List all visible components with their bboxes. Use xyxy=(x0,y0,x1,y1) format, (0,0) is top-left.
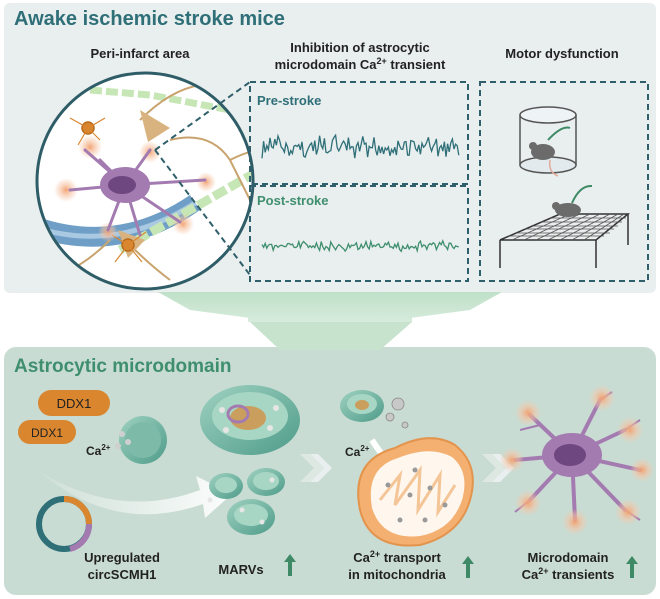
pre-stroke-trace xyxy=(261,133,460,159)
circ-label-line2: circSCMH1 xyxy=(88,567,157,582)
chevron-right-icon xyxy=(310,454,332,482)
brain-section-icon xyxy=(35,71,255,291)
transport-label-line1: Ca2+ transport xyxy=(353,549,441,565)
astrocyte-icon xyxy=(68,148,207,237)
up-arrow-icon-2 xyxy=(462,556,474,578)
marv-vesicles xyxy=(200,385,300,535)
vesicle-small-icon xyxy=(340,390,384,422)
grid-walk-icon xyxy=(499,184,631,268)
micro-label-line2: Ca2+ transients xyxy=(522,566,615,582)
circ-label-line1: Upregulated xyxy=(84,550,160,565)
inhibition-label-line1: Inhibition of astrocytic xyxy=(290,40,429,55)
up-arrow-icon-3 xyxy=(626,556,638,578)
right-arrow-icon xyxy=(40,472,232,518)
peri-infarct-label: Peri-infarct area xyxy=(91,46,191,61)
top-panel-title: Awake ischemic stroke mice xyxy=(14,8,285,30)
motor-dysfunction-label: Motor dysfunction xyxy=(505,46,618,61)
post-stroke-box xyxy=(249,185,469,282)
circular-rna-icon xyxy=(36,496,92,552)
vesicle-icon xyxy=(115,416,167,464)
ca-label-2: Ca2+ xyxy=(345,444,370,459)
svg-text:DDX1: DDX1 xyxy=(57,396,92,411)
ca-label-1: Ca2+ xyxy=(86,443,111,458)
svg-text:DDX1: DDX1 xyxy=(31,426,63,440)
bottom-panel-title: Astrocytic microdomain xyxy=(14,356,232,377)
marvs-label: MARVs xyxy=(218,562,263,577)
post-stroke-label: Post-stroke xyxy=(257,193,329,208)
micro-label-line1: Microdomain xyxy=(528,550,609,565)
up-arrow-icon xyxy=(284,554,296,576)
mouse-cylinder-icon xyxy=(519,106,577,177)
transport-label-line2: in mitochondria xyxy=(348,567,446,582)
ddx1-protein-a: DDX1 xyxy=(38,390,110,416)
pre-stroke-label: Pre-stroke xyxy=(257,93,321,108)
ddx1-protein-b: DDX1 xyxy=(18,420,76,444)
astrocyte-microdomain-icon xyxy=(500,385,654,535)
inhibition-label-line2: microdomain Ca2+ transient xyxy=(275,56,446,72)
motor-box xyxy=(479,81,649,282)
mitochondrion-icon xyxy=(357,437,474,547)
bottom-panel-background xyxy=(4,347,656,595)
post-stroke-trace xyxy=(261,238,459,254)
